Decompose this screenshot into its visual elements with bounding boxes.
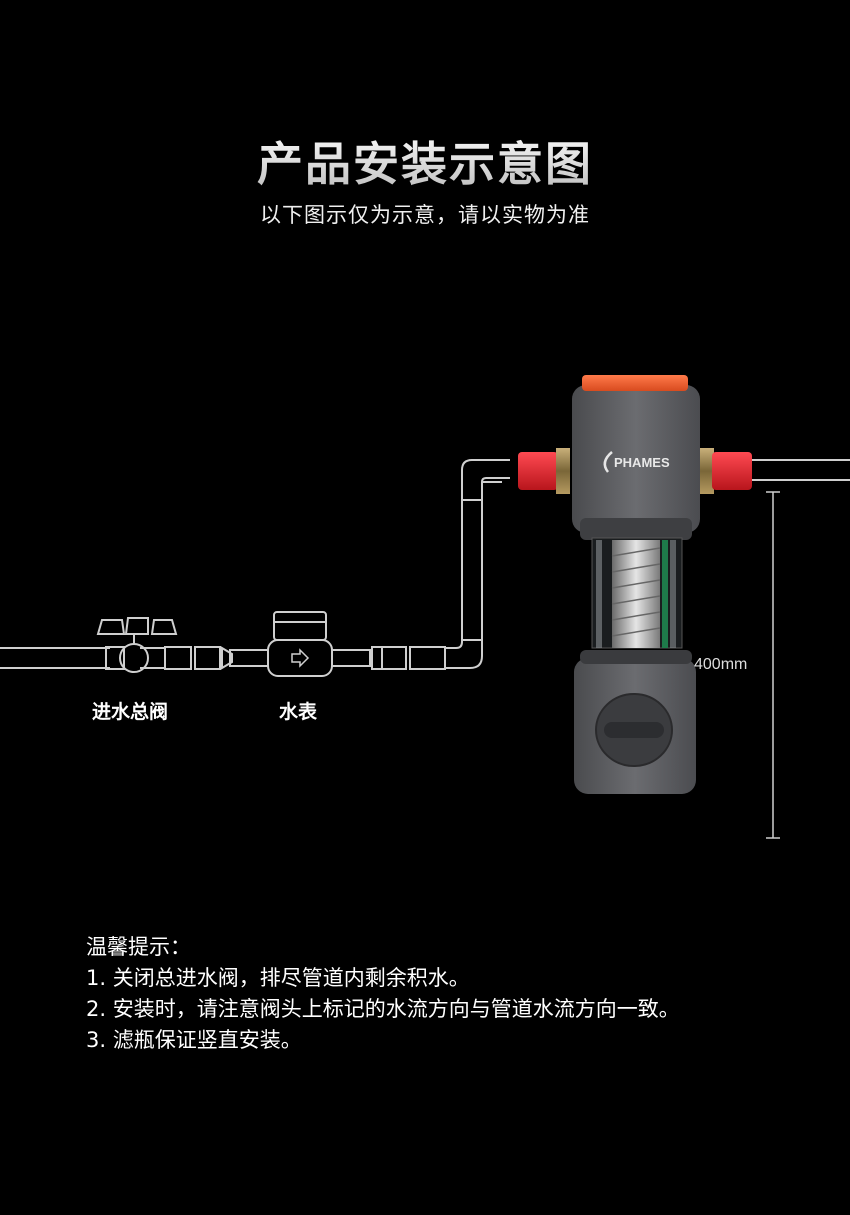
cap	[582, 375, 688, 391]
installation-diagram: PHAMES	[0, 375, 850, 839]
page-title: 产品安装示意图	[0, 128, 850, 194]
tips-heading: 温馨提示：	[86, 935, 191, 959]
brand-logo-mark	[603, 451, 613, 473]
height-dimension-label: 400mm	[694, 656, 748, 673]
page-subtitle: 以下图示仅为示意，请以实物为准	[260, 203, 590, 227]
inlet-connector	[518, 452, 558, 490]
tip-item-3: 3. 滤瓶保证竖直安装。	[86, 1028, 302, 1052]
tip-item-2: 2. 安装时，请注意阀头上标记的水流方向与管道水流方向一致。	[86, 997, 680, 1021]
tips-section: 温馨提示： 1. 关闭总进水阀，排尽管道内剩余积水。 2. 安装时，请注意阀头上…	[86, 932, 726, 1056]
inlet-pipe	[0, 646, 221, 670]
water-meter	[221, 611, 371, 677]
outlet-connector	[712, 452, 752, 490]
inlet-valve	[96, 617, 178, 673]
prefilter-unit: PHAMES	[518, 375, 752, 794]
outlet-pipe	[371, 459, 850, 670]
brand-logo-text: PHAMES	[614, 455, 670, 470]
inlet-valve-label: 进水总阀	[92, 701, 169, 723]
water-meter-label: 水表	[279, 701, 318, 723]
tip-item-1: 1. 关闭总进水阀，排尽管道内剩余积水。	[86, 966, 470, 990]
height-dimension-line	[766, 491, 780, 839]
